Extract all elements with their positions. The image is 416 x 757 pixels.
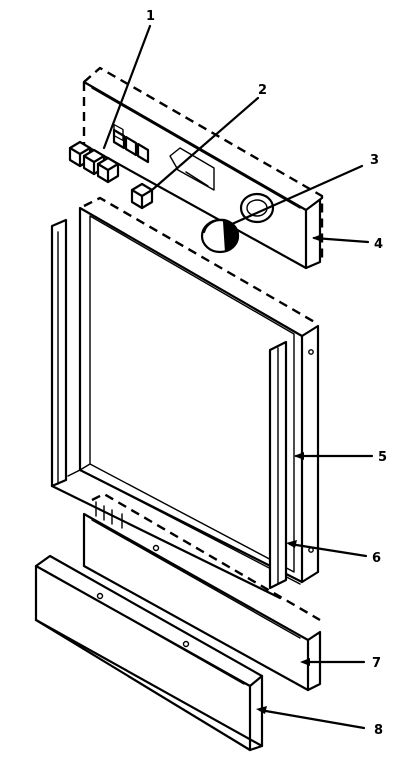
callout-8: 8 [374,723,383,738]
callout-7: 7 [372,656,381,671]
kick-panel [82,492,322,692]
callout-3: 3 [370,153,379,168]
selector-button [130,182,154,210]
callout-5: 5 [378,450,387,465]
control-knob [200,218,240,254]
push-buttons [68,140,120,184]
outer-door-panel [67,196,320,585]
toe-plate [34,554,264,752]
callout-2: 2 [258,83,267,98]
leader-lines [102,24,374,730]
door-liner [50,218,282,600]
control-panel [82,66,324,270]
callout-6: 6 [372,551,381,566]
callout-4: 4 [374,237,383,252]
side-trim-strip [268,340,288,590]
callout-1: 1 [146,9,155,24]
